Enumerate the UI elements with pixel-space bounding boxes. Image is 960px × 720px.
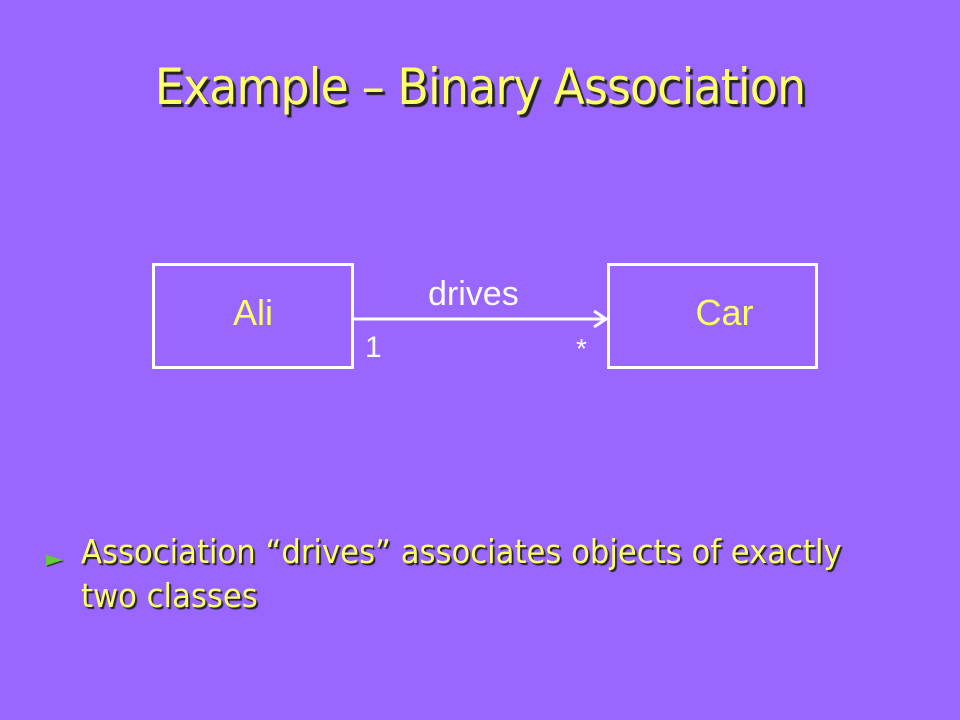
bullet-item: ► Association “drives” associates object… [46,530,926,618]
class-box-car: Car [607,263,818,369]
multiplicity-right: * [576,333,587,364]
arrowhead-icon [593,309,609,329]
class-name-ali: Ali [232,292,273,333]
association-name: drives [428,275,519,313]
class-box-ali: Ali [152,263,354,369]
slide-title: Example – Binary Association [154,58,806,116]
class-name-car: Car [695,292,754,333]
bullet-text: Association “drives” associates objects … [81,532,842,615]
bullet-arrow-icon: ► [46,547,63,572]
multiplicity-left: 1 [365,331,382,364]
